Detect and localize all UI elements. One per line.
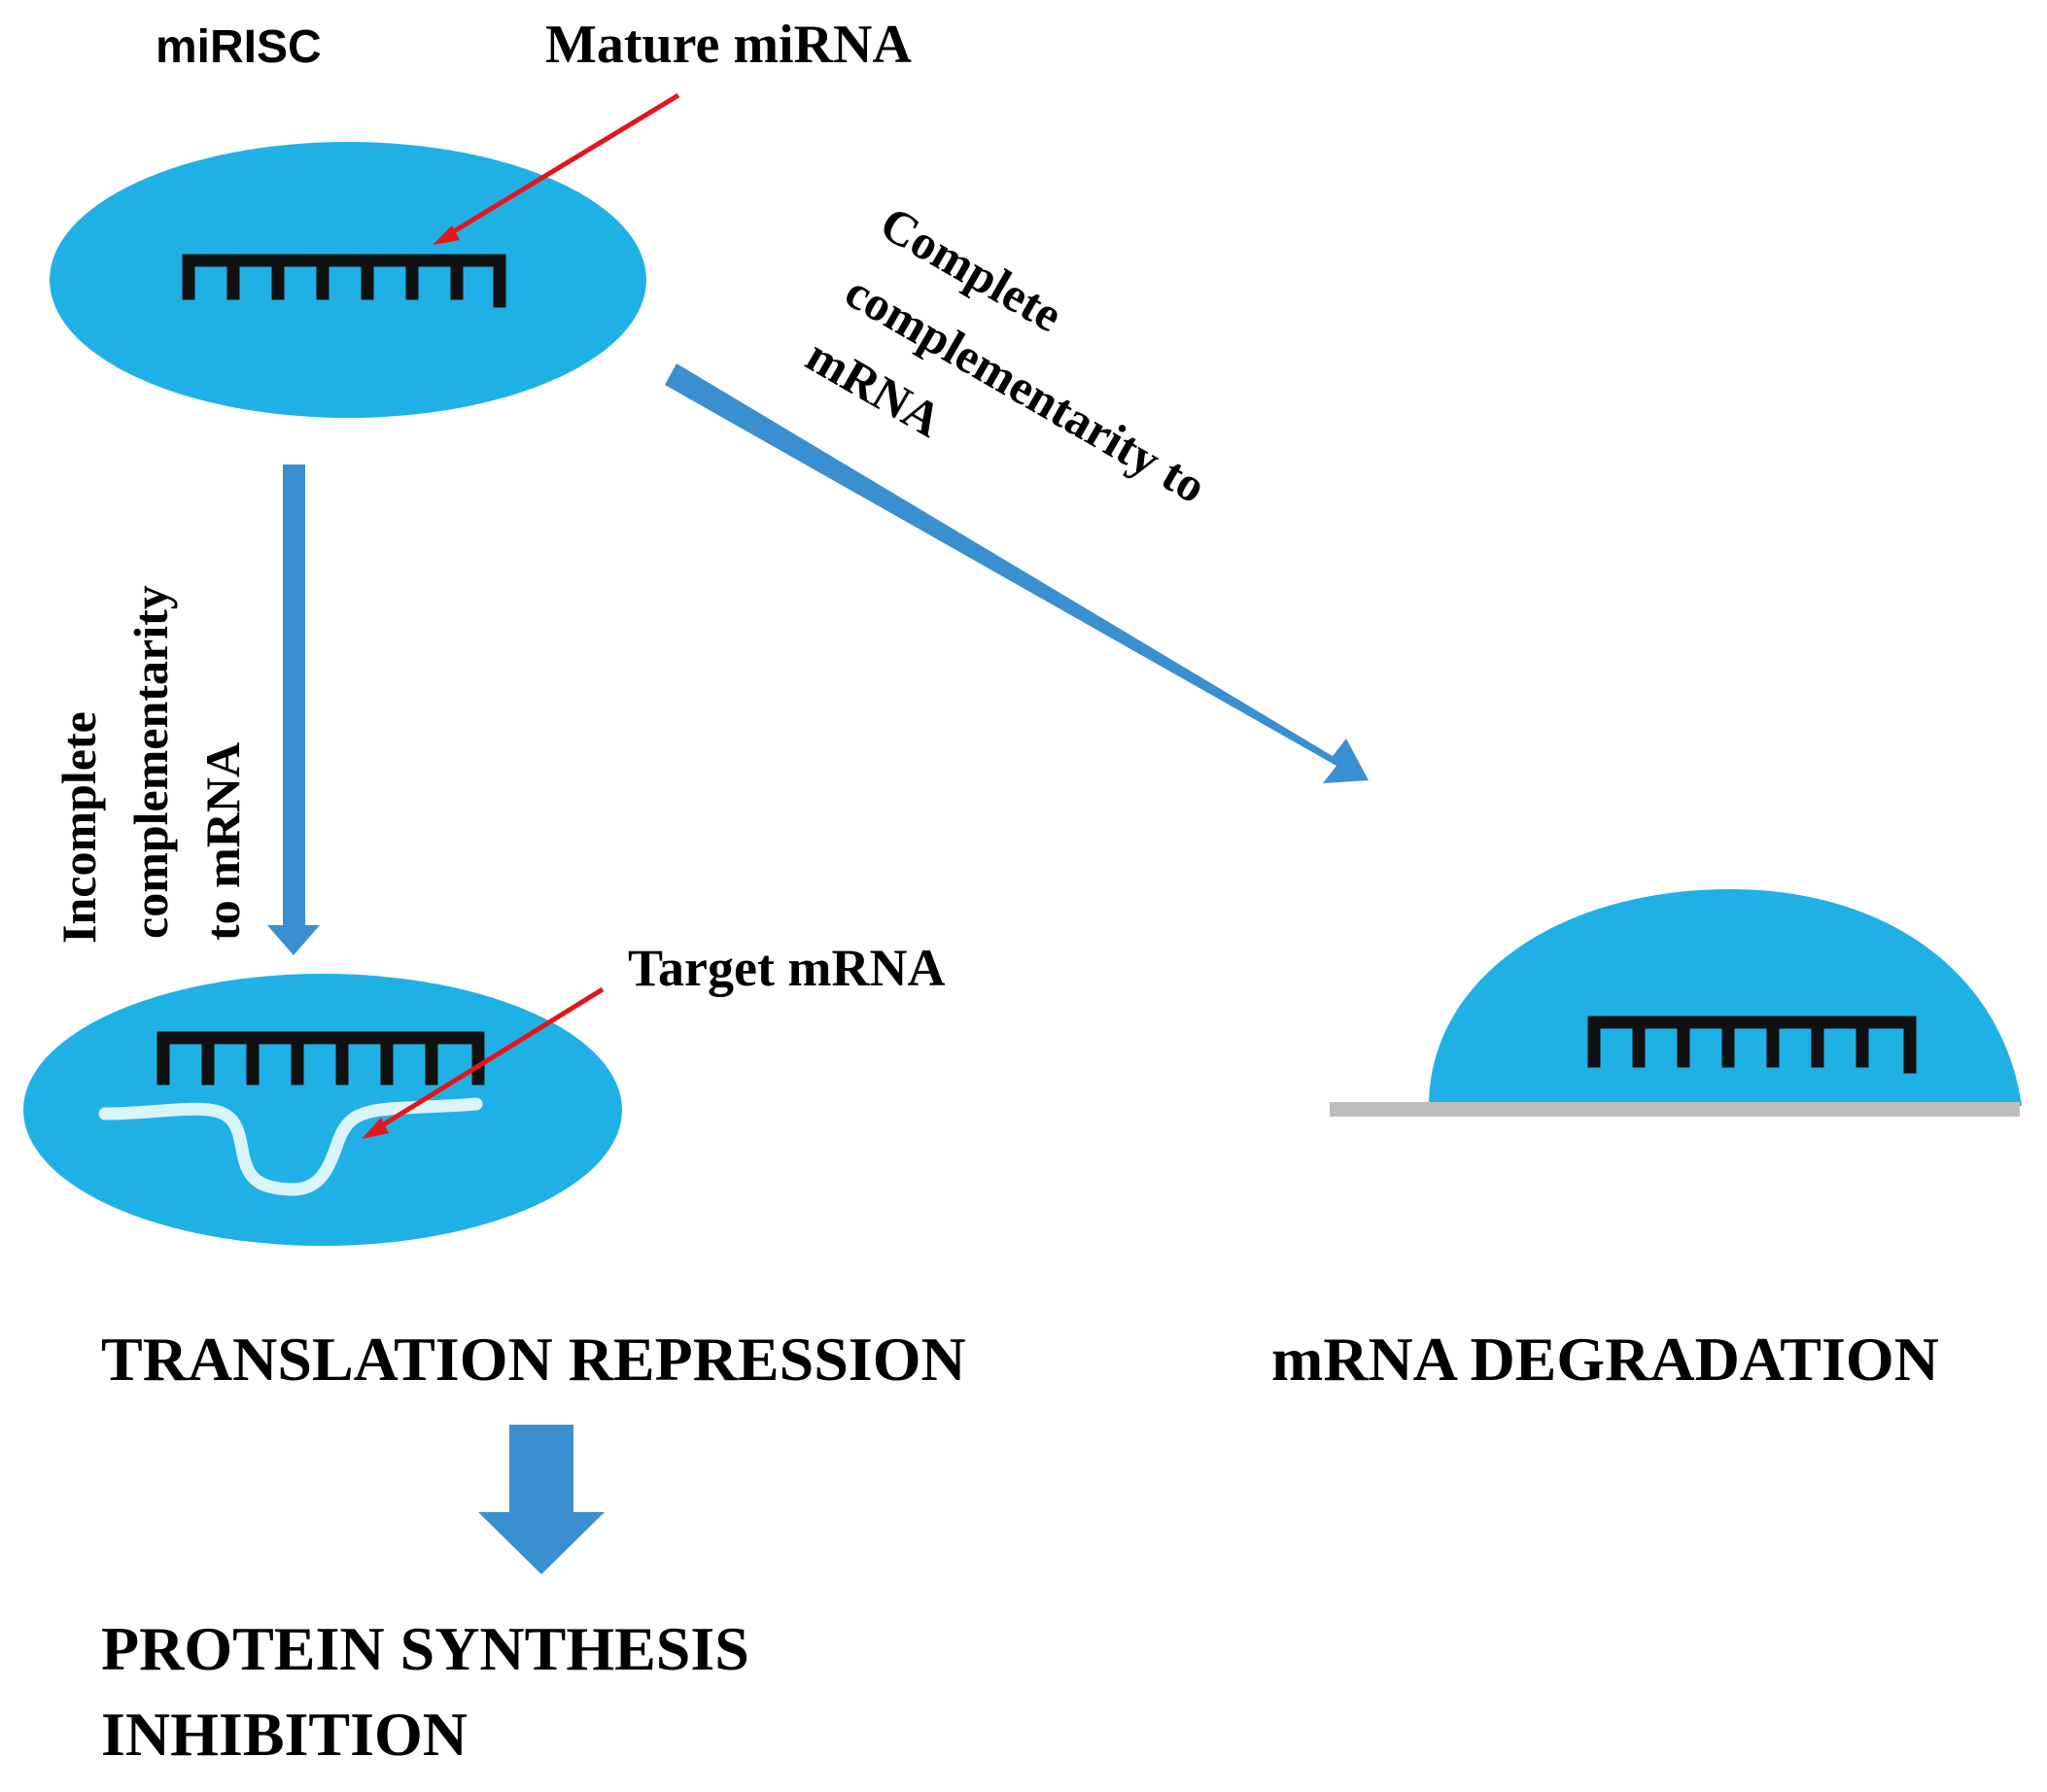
- mirisc-ellipse: [50, 142, 646, 418]
- complete-complementarity-label: Complete complementarity to mRNA: [798, 195, 1216, 513]
- incomplete-complementarity-arrow: [267, 465, 320, 955]
- target-mrna-pointer: [362, 986, 605, 1139]
- mature-mirna-pointer: [433, 92, 680, 245]
- mature-mirna-comb: [182, 254, 506, 308]
- mrna-degradation-complex: [1330, 889, 2022, 1117]
- degradation-dome: [1429, 889, 2022, 1106]
- bound-mirna-comb: [156, 1031, 485, 1086]
- mrna-degradation-label: mRNA DEGRADATION: [1271, 1325, 1939, 1394]
- degraded-mrna-surface: [1330, 1102, 2020, 1117]
- svg-text:complementarity: complementarity: [123, 585, 178, 939]
- mirisc-complex: [50, 142, 646, 418]
- svg-text:INHIBITION: INHIBITION: [101, 1700, 468, 1769]
- protein-synthesis-inhibition-label: PROTEIN SYNTHESIS INHIBITION: [101, 1614, 749, 1769]
- target-mrna-label: Target mRNA: [628, 939, 945, 997]
- svg-text:Incomplete: Incomplete: [52, 711, 106, 944]
- protein-synthesis-arrow: [478, 1425, 605, 1574]
- mature-mirna-label: Mature miRNA: [545, 15, 912, 75]
- translation-repression-complex: [23, 974, 622, 1246]
- svg-text:PROTEIN SYNTHESIS: PROTEIN SYNTHESIS: [101, 1614, 749, 1683]
- translation-repression-label: TRANSLATION REPRESSION: [101, 1325, 966, 1394]
- degradation-mirna-comb: [1587, 1016, 1917, 1074]
- complete-complementarity-arrow: [665, 363, 1369, 783]
- incomplete-complementarity-label: Incomplete complementarity to mRNA: [52, 585, 250, 944]
- mirisc-label: miRISC: [156, 21, 322, 73]
- svg-text:to mRNA: to mRNA: [195, 742, 250, 941]
